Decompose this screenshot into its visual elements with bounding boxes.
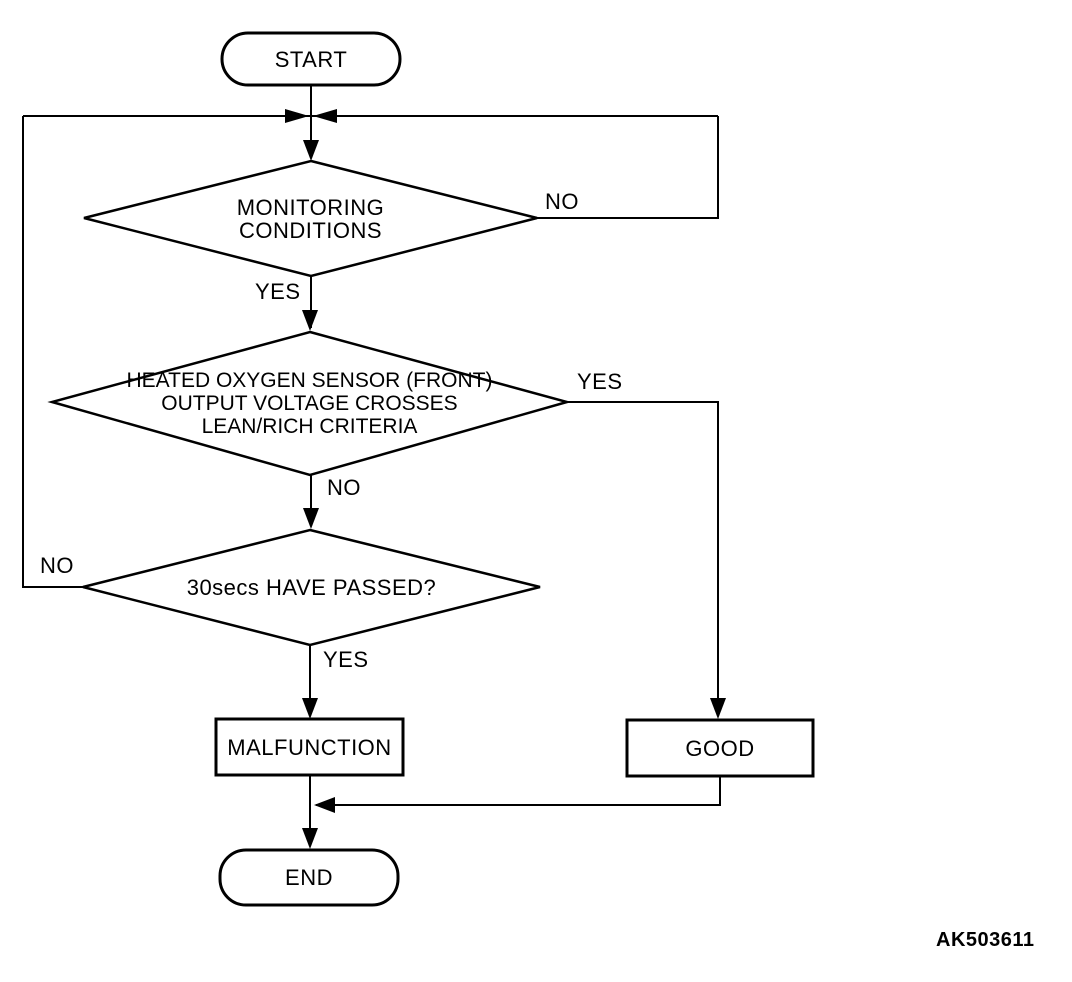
timer-decision-shape xyxy=(82,528,541,647)
connector-left-return-rail xyxy=(22,116,83,588)
good-text: GOOD xyxy=(685,735,755,761)
connector-monitoring-no-loop xyxy=(537,116,719,219)
arrowhead-into-malfunction-icon xyxy=(302,698,318,719)
sensor-decision-shape xyxy=(47,330,572,477)
end-text: END xyxy=(285,865,333,890)
start-text: START xyxy=(274,46,348,72)
malfunction-text: MALFUNCTION xyxy=(227,734,392,760)
arrowhead-into-good-icon xyxy=(710,698,726,719)
sensor-text-line3: LEAN/RICH CRITERIA xyxy=(201,415,418,438)
good-process-shape xyxy=(625,718,815,778)
monitoring-text-line2: CONDITIONS xyxy=(238,217,383,243)
sensor-node-label: HEATED OXYGEN SENSOR (FRONT) OUTPUT VOLT… xyxy=(52,332,567,475)
timer-text: 30secs HAVE PASSED? xyxy=(186,575,437,600)
arrowhead-into-end-icon xyxy=(302,828,318,849)
connector-good-to-merge xyxy=(316,776,721,806)
end-node-label: END xyxy=(220,850,398,905)
sensor-text-line2: OUTPUT VOLTAGE CROSSES xyxy=(161,392,458,415)
arrowhead-merge-left-icon xyxy=(314,797,335,813)
arrowhead-left-icon xyxy=(313,109,337,123)
arrowhead-into-timer-icon xyxy=(303,508,319,529)
arrowhead-into-monitoring-icon xyxy=(303,140,319,161)
timer-yes-label: YES xyxy=(323,647,369,672)
sensor-yes-label: YES xyxy=(577,369,623,394)
start-node-label: START xyxy=(222,33,400,85)
sensor-text-line1: HEATED OXYGEN SENSOR (FRONT) xyxy=(126,369,493,392)
figure-code: AK503611 xyxy=(936,929,1035,951)
malfunction-process-shape xyxy=(214,717,405,777)
monitoring-no-label: NO xyxy=(545,189,579,214)
monitoring-yes-label: YES xyxy=(255,279,301,304)
end-terminator-shape xyxy=(218,848,400,907)
timer-no-label: NO xyxy=(40,553,74,578)
sensor-no-label: NO xyxy=(327,475,361,500)
timer-node-label: 30secs HAVE PASSED? xyxy=(83,530,540,645)
monitoring-node-label: MONITORING CONDITIONS xyxy=(84,161,537,276)
connector-sensor-yes-to-good xyxy=(567,401,719,716)
monitoring-text-line1: MONITORING xyxy=(236,194,385,220)
start-terminator-shape xyxy=(220,31,402,87)
arrowhead-right-icon xyxy=(285,109,309,123)
monitoring-decision-shape xyxy=(83,159,538,278)
good-node-label: GOOD xyxy=(627,720,813,776)
malfunction-node-label: MALFUNCTION xyxy=(216,719,403,775)
arrowhead-into-sensor-icon xyxy=(302,310,318,331)
